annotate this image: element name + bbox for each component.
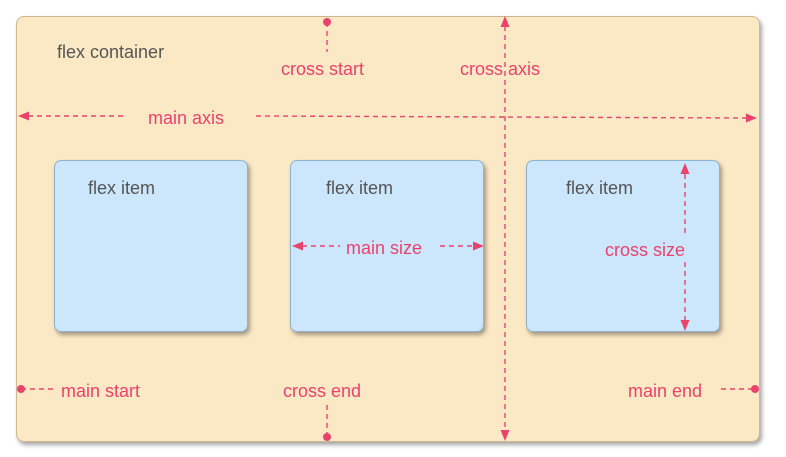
main-axis-label: main axis xyxy=(148,108,225,128)
main-start-label: main start xyxy=(61,381,141,401)
flex-item-1 xyxy=(54,160,248,332)
main-size-label: main size xyxy=(346,238,423,258)
main-end-label: main end xyxy=(628,381,703,401)
cross-axis-label: cross axis xyxy=(460,59,541,79)
flex-container-label: flex container xyxy=(57,42,165,62)
flex-item-3-label: flex item xyxy=(566,178,634,198)
cross-start-label: cross start xyxy=(281,59,365,79)
flex-item-3 xyxy=(526,160,720,332)
flex-item-1-label: flex item xyxy=(88,178,156,198)
cross-size-label: cross size xyxy=(605,240,686,260)
cross-end-label: cross end xyxy=(283,381,362,401)
flex-item-2-label: flex item xyxy=(326,178,394,198)
